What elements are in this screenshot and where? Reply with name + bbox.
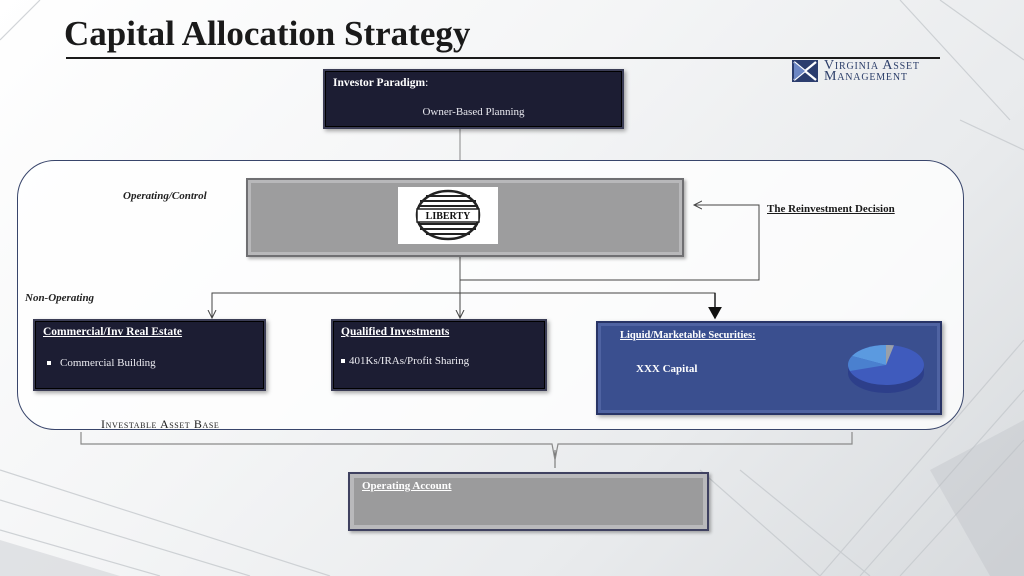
logo-text-line2: Management xyxy=(824,69,908,84)
operating-company-box: LIBERTY xyxy=(246,178,684,257)
investor-paradigm-value: Owner-Based Planning xyxy=(422,106,525,118)
operating-control-label: Operating/Control xyxy=(123,190,207,202)
non-operating-label: Non-Operating xyxy=(25,292,95,304)
logo-mark-icon xyxy=(792,60,818,82)
qualified-investments-title: Qualified Investments xyxy=(341,326,450,338)
investor-paradigm-box: Investor Paradigm: Owner-Based Planning xyxy=(323,69,624,129)
logo-text-line1: Virginia Asset xyxy=(824,58,920,73)
liberty-logo-text: LIBERTY xyxy=(426,211,471,222)
company-logo: Virginia Asset Management xyxy=(792,58,920,84)
liquid-securities-box: Liquid/Marketable Securities: XXX Capita… xyxy=(596,321,942,415)
investable-asset-base-label: Investable Asset Base xyxy=(101,417,220,431)
reinvestment-decision-label: The Reinvestment Decision xyxy=(767,203,895,215)
retirement-accounts-item: 401Ks/IRAs/Profit Sharing xyxy=(349,355,470,367)
investor-paradigm-label: Investor Paradigm xyxy=(333,77,426,89)
xxx-capital-label: XXX Capital xyxy=(636,363,698,375)
liquid-securities-title: Liquid/Marketable Securities: xyxy=(620,330,756,341)
bullet-icon xyxy=(47,361,51,366)
liberty-logo-icon: LIBERTY xyxy=(398,187,498,244)
asset-base-brace xyxy=(80,432,853,461)
commercial-real-estate-box: Commercial/Inv Real Estate Commercial Bu… xyxy=(33,319,266,391)
pie-chart-icon xyxy=(848,344,924,393)
commercial-building-item: Commercial Building xyxy=(60,357,156,369)
title-divider xyxy=(66,57,940,59)
page-title: Capital Allocation Strategy xyxy=(64,14,471,53)
qualified-investments-box: Qualified Investments 401Ks/IRAs/Profit … xyxy=(331,319,547,391)
commercial-real-estate-title: Commercial/Inv Real Estate xyxy=(43,326,183,338)
bullet-icon xyxy=(341,359,345,364)
operating-account-title: Operating Account xyxy=(362,480,452,492)
operating-account-box: Operating Account xyxy=(348,472,709,531)
